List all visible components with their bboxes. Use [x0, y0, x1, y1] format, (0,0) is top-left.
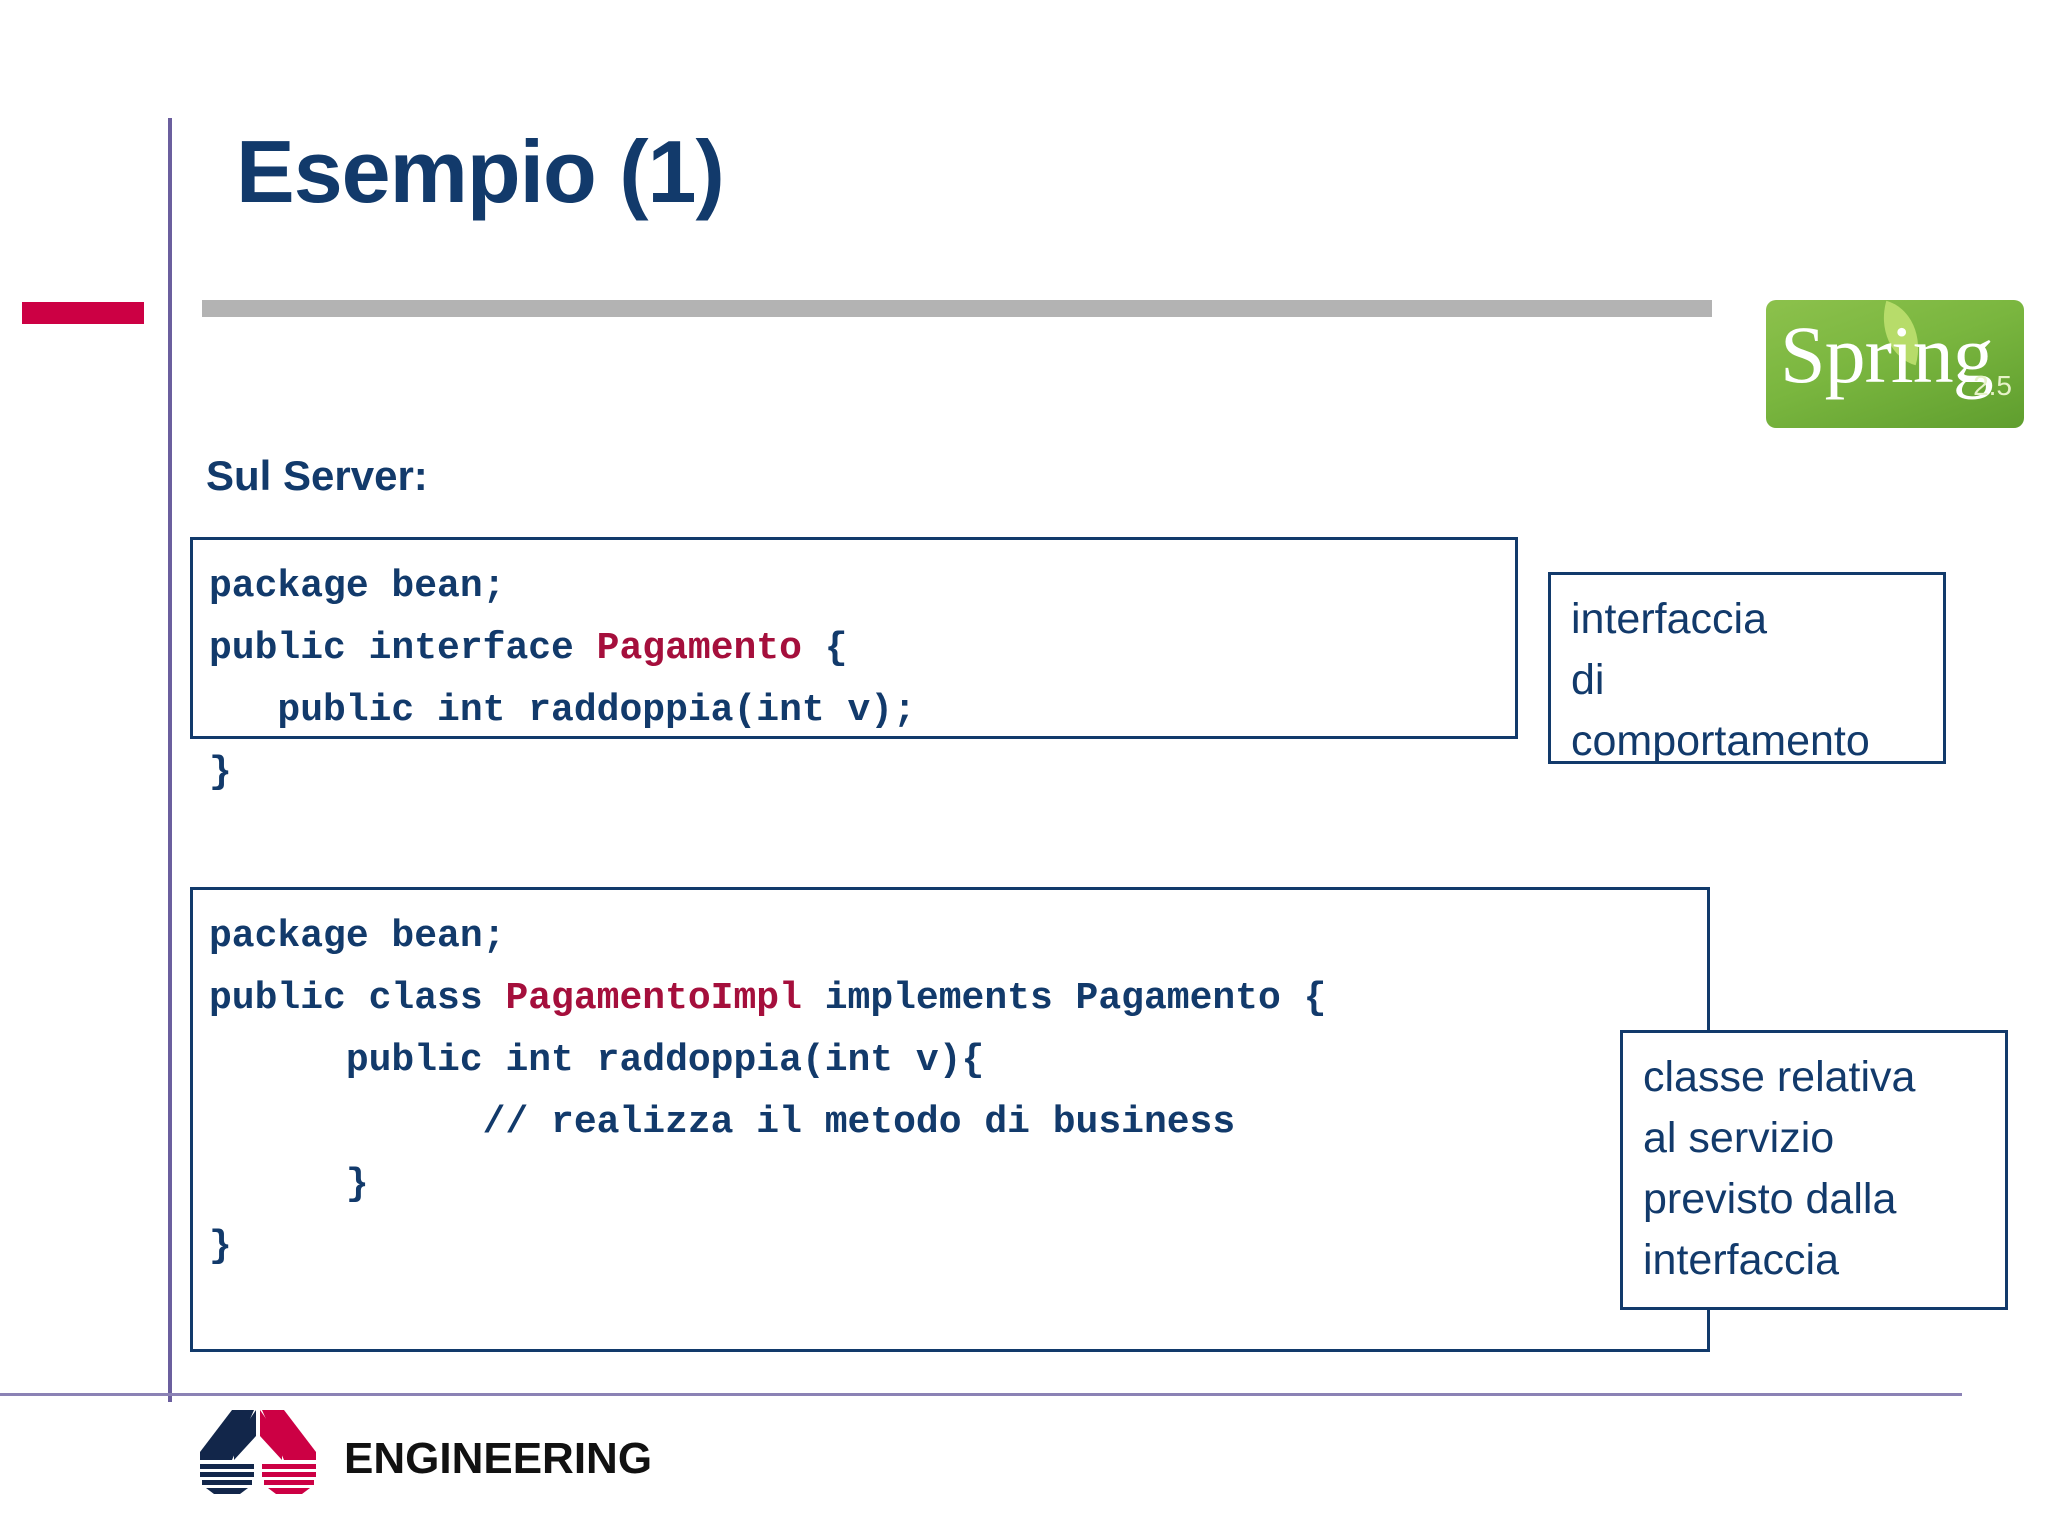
callout-line: interfaccia: [1643, 1236, 1839, 1284]
code-span: PagamentoImpl: [505, 977, 802, 1020]
engineering-logo: ENGINEERING: [196, 1408, 652, 1500]
code-span: package bean;: [209, 565, 506, 608]
code-span: package bean;: [209, 915, 506, 958]
code-block-class: package bean; public class PagamentoImpl…: [190, 887, 1710, 1352]
code-span: {: [801, 627, 848, 670]
engineering-logo-word: ENGINEERING: [344, 1434, 653, 1483]
callout-line: previsto dalla: [1643, 1175, 1897, 1223]
spring-logo-version: 2.5: [1973, 370, 2012, 401]
code-span: }: [209, 1225, 232, 1268]
code-span: public interface: [209, 627, 597, 670]
code-text-class: package bean; public class PagamentoImpl…: [193, 890, 1707, 1278]
code-span: implements Pagamento {: [801, 977, 1327, 1020]
callout-class-note: classe relativa al servizio previsto dalla…: [1620, 1030, 2008, 1310]
code-span: // realizza il metodo di business: [209, 1101, 1236, 1144]
left-vertical-rule: [168, 118, 172, 1402]
code-span: Pagamento: [596, 627, 802, 670]
title-underline-rule: [202, 300, 1712, 317]
footer-divider: [0, 1393, 1962, 1396]
code-span: }: [209, 751, 232, 794]
spring-logo: Spring 2.5: [1766, 300, 2024, 428]
left-accent-bar: [22, 302, 144, 324]
code-span: }: [209, 1163, 369, 1206]
section-label: Sul Server:: [206, 452, 428, 499]
page-title: Esempio (1): [236, 122, 725, 221]
code-span: public class: [209, 977, 506, 1020]
callout-line: interfaccia: [1571, 595, 1767, 643]
engineering-mark-icon: [200, 1410, 316, 1494]
callout-line: di: [1571, 656, 1605, 704]
callout-line: classe relativa: [1643, 1053, 1916, 1101]
code-span: public int raddoppia(int v){: [209, 1039, 985, 1082]
code-text-interface: package bean; public interface Pagamento…: [193, 540, 1515, 804]
code-span: public int raddoppia(int v);: [209, 689, 916, 732]
code-block-interface: package bean; public interface Pagamento…: [190, 537, 1518, 794]
callout-line: comportamento: [1571, 717, 1870, 765]
spring-logo-word: Spring: [1780, 309, 1994, 400]
callout-line: al servizio: [1643, 1114, 1835, 1162]
callout-interface-note: interfaccia di comportamento: [1548, 572, 1946, 765]
